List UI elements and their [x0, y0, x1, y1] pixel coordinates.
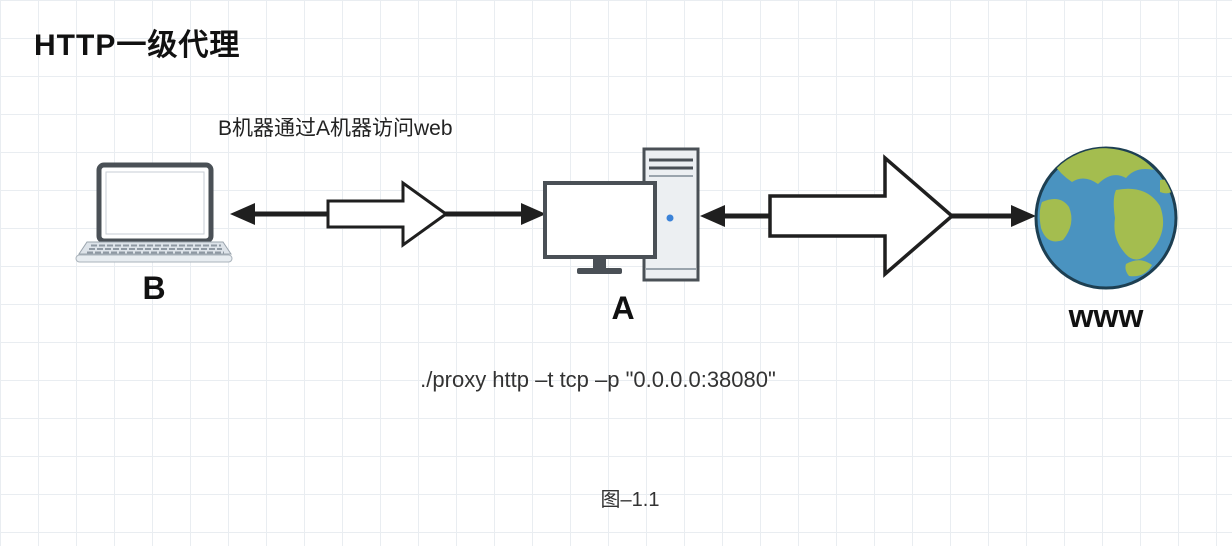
- arrowhead-left-icon: [700, 205, 725, 227]
- hollow-arrow-right-icon: [326, 180, 449, 248]
- desktop-tower-icon: [543, 147, 700, 282]
- node-label-a: A: [611, 290, 635, 326]
- node-label-b: B: [142, 270, 166, 306]
- arrowhead-right-icon: [1011, 205, 1036, 227]
- node-label-www: www: [1068, 298, 1144, 334]
- proxy-command-text: ./proxy http –t tcp –p "0.0.0.0:38080": [420, 367, 776, 392]
- laptop-icon: [75, 162, 233, 263]
- globe-icon: [1034, 146, 1178, 290]
- arrow-a-to-www: [700, 154, 1036, 278]
- arrow-b-to-a: [230, 180, 546, 248]
- figure-caption: 图–1.1: [600, 489, 660, 511]
- hollow-arrow-right-icon: [768, 154, 955, 278]
- arrowhead-left-icon: [230, 203, 255, 225]
- flow-annotation: B机器通过A机器访问web: [218, 117, 453, 140]
- arrowhead-right-icon: [521, 203, 546, 225]
- diagram-title: HTTP一级代理: [34, 29, 241, 62]
- power-led: [666, 214, 674, 222]
